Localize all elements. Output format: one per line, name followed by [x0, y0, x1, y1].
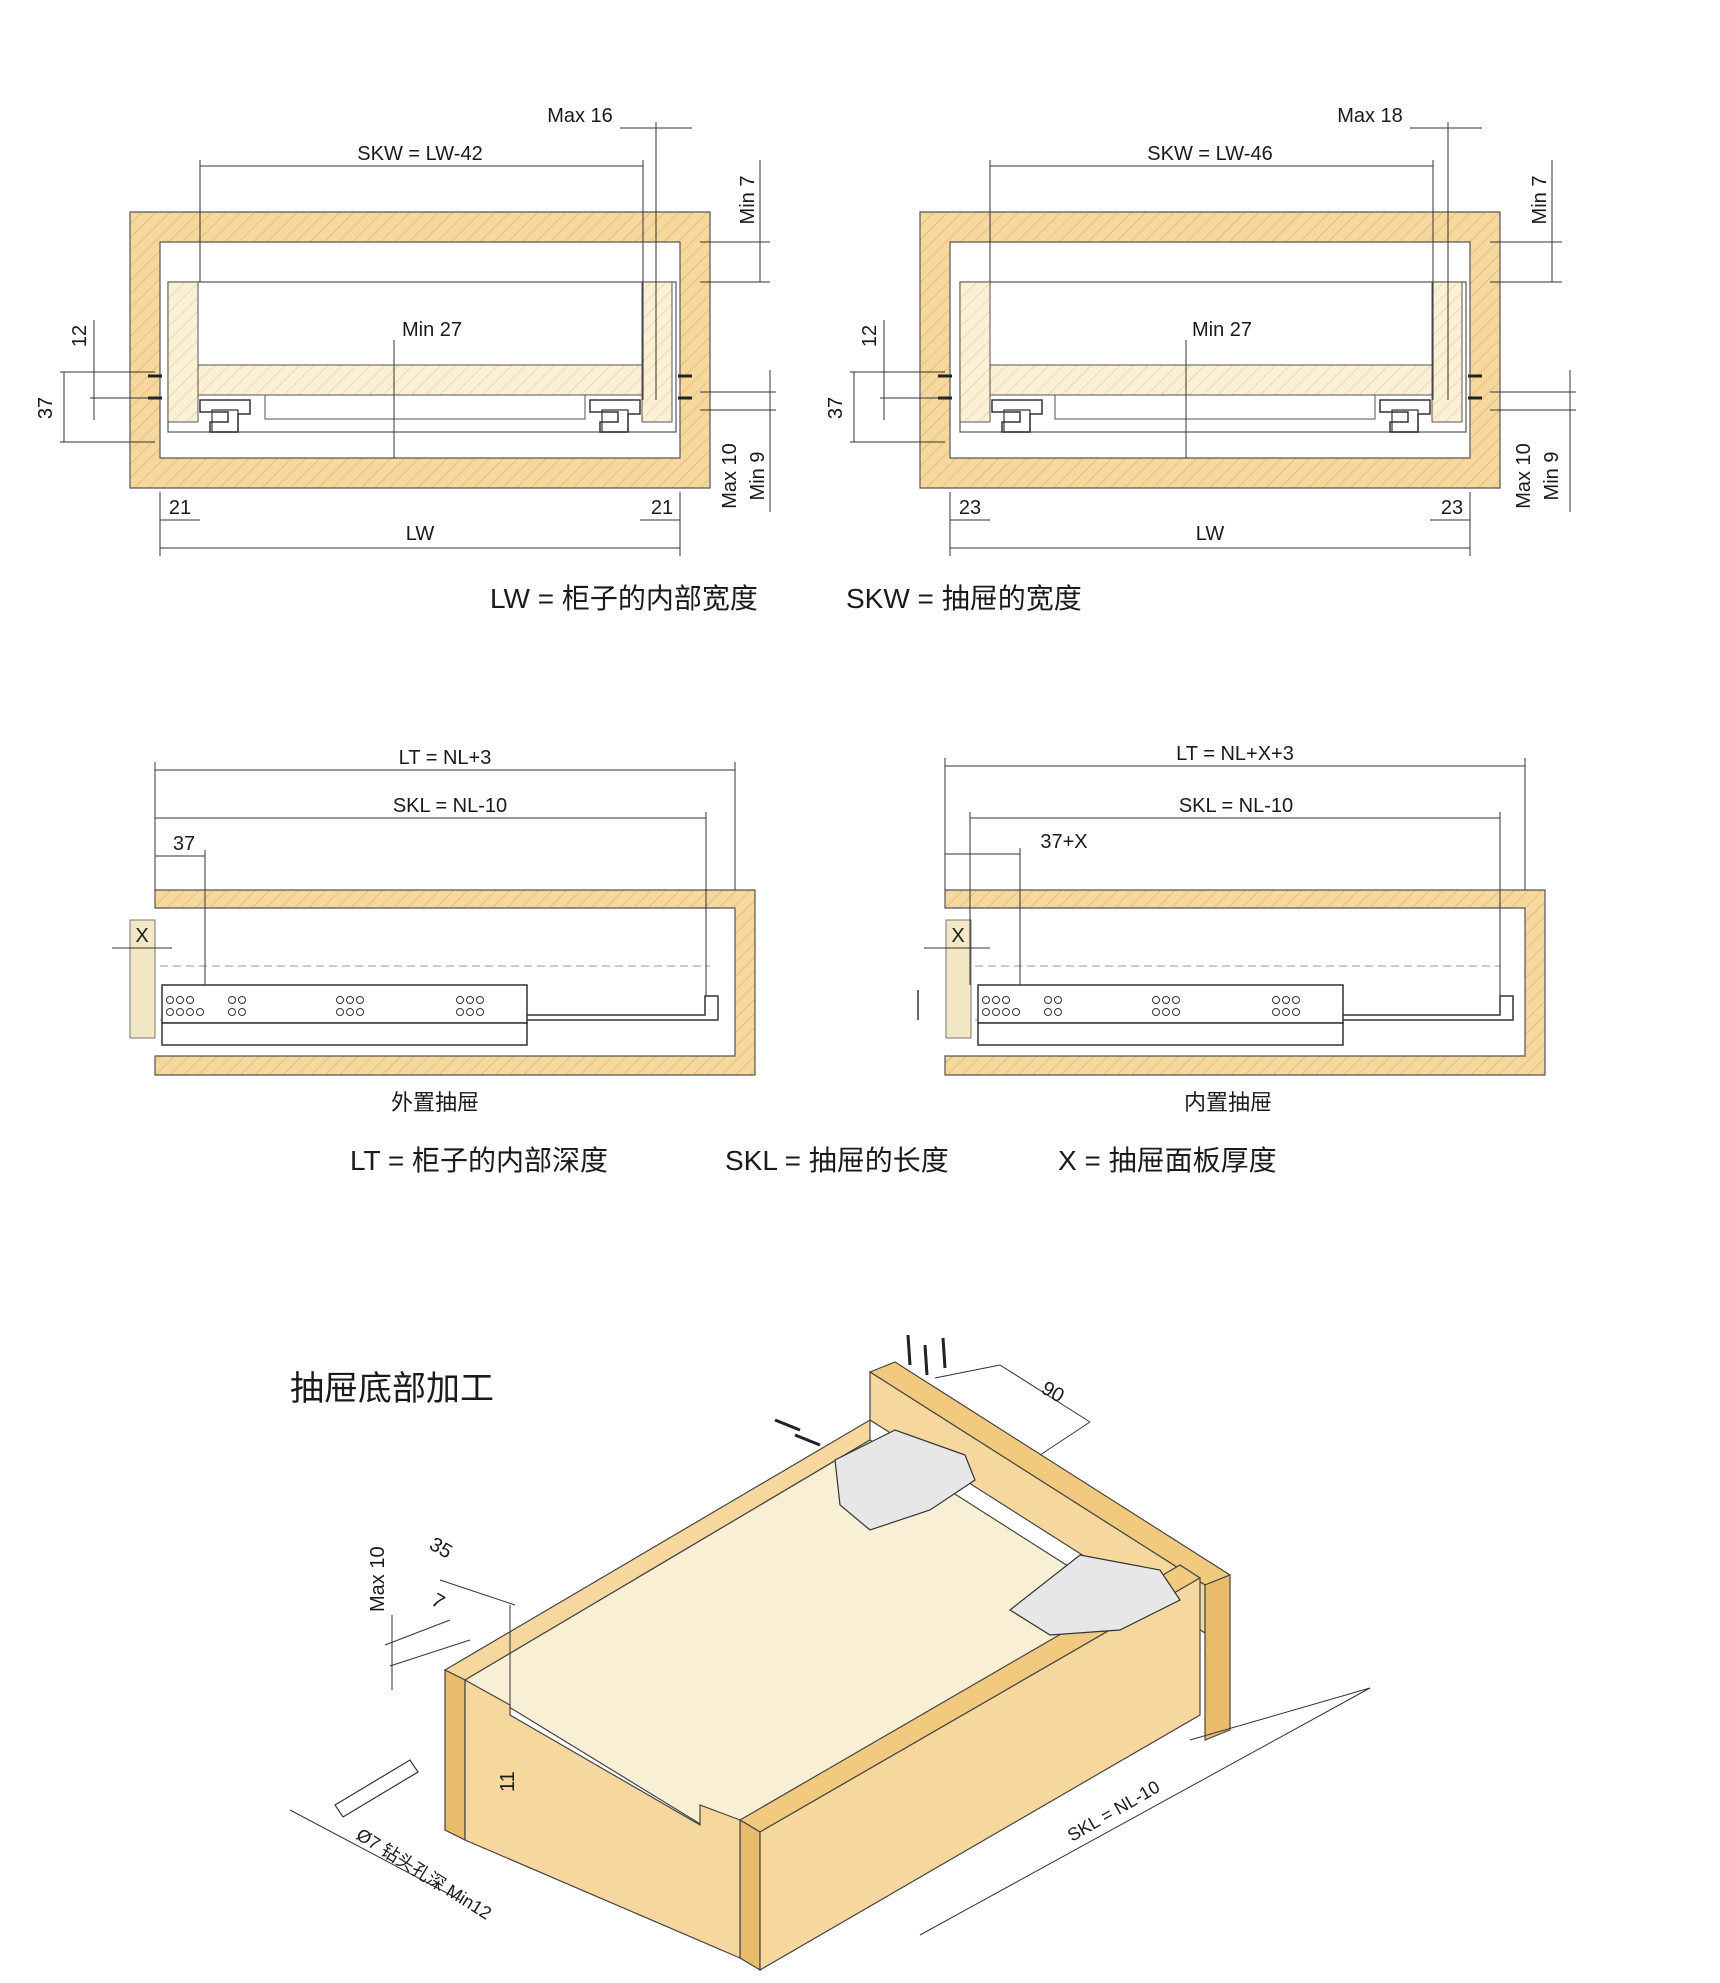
drawer-side-left [959, 281, 991, 423]
dowel-icon [334, 1759, 419, 1818]
drawer-side-right [1431, 281, 1463, 423]
legend-skl: SKL = 抽屉的长度 [725, 1145, 949, 1176]
d37-label: 37 [35, 397, 57, 419]
left-side-face [464, 1678, 741, 1959]
d12-label: 12 [69, 325, 91, 347]
runner-holes [166, 996, 484, 1016]
lt-label: LT = NL+X+3 [1176, 743, 1294, 765]
d11-label: 11 [497, 1771, 519, 1792]
max10-label: Max 10 [367, 1546, 389, 1612]
skw-label: SKW = LW-46 [1147, 143, 1272, 165]
runner-lower [161, 1022, 528, 1046]
front-panel-face [759, 1576, 1201, 1972]
max-bottom-label: Max 10 [1513, 443, 1535, 509]
runner-right [1379, 399, 1431, 433]
cross-section-right: SKW = LW-46 Max 18 Min 7 Min 27 12 37 Ma… [825, 105, 1576, 556]
d37-label: 37 [825, 397, 847, 419]
front-panel [945, 919, 972, 1039]
left-side-front [444, 1669, 466, 1841]
d90-label: 90 [1038, 1377, 1068, 1407]
iso-title: 抽屉底部加工 [290, 1370, 494, 1408]
legend-x: X = 抽屉面板厚度 [1058, 1145, 1277, 1176]
side-view-left: LT = NL+3 SKL = NL-10 37 X 外置抽屉 [112, 747, 756, 1115]
min-side-label: Min 7 [737, 176, 759, 225]
runner-extension [1343, 995, 1514, 1021]
min-bottom-label: Min 9 [1541, 452, 1563, 501]
runner-left [991, 399, 1043, 433]
cross-section-left: SKW = LW-42 Max 16 Min 7 Min 27 12 37 Ma… [35, 105, 776, 556]
legend-lw: LW = 柜子的内部宽度 [490, 583, 758, 614]
d-right-label: 21 [651, 497, 673, 519]
legend-skw: SKW = 抽屉的宽度 [846, 583, 1082, 614]
lw-label: LW [406, 523, 435, 545]
d-left-label: 23 [959, 497, 981, 519]
drawer-side-left [167, 281, 199, 423]
drawer-bottom [197, 364, 643, 396]
bracket-icon [834, 1429, 1181, 1636]
min-center-label: Min 27 [1192, 319, 1252, 341]
skl-label: SKL = NL-10 [1179, 795, 1293, 817]
cabinet-frame [919, 211, 1501, 489]
legend-lt: LT = 柜子的内部深度 [350, 1145, 608, 1176]
min-center-label: Min 27 [402, 319, 462, 341]
side-view-right: LT = NL+X+3 SKL = NL-10 37+X X 内置抽屉 [917, 743, 1546, 1115]
runner-lower [977, 1022, 1344, 1046]
min-bottom-label: Min 9 [747, 452, 769, 501]
offset-label: 37 [173, 833, 195, 855]
drawer-bottom-panel [264, 394, 586, 420]
d35-label: 35 [426, 1533, 456, 1563]
x-label: X [951, 925, 964, 947]
front-panel-end [739, 1818, 761, 1972]
isometric-drawer: 抽屉底部加工 [289, 1334, 1371, 1972]
runner-body [977, 984, 1344, 1024]
runner-left [199, 399, 251, 433]
caption-label: 外置抽屉 [391, 1090, 479, 1115]
max-bottom-label: Max 10 [719, 443, 741, 509]
cabinet-frame [129, 211, 711, 489]
skl-label: SKL = NL-10 [1064, 1777, 1163, 1846]
d12-label: 12 [859, 325, 881, 347]
runner-right [589, 399, 641, 433]
lt-label: LT = NL+3 [399, 747, 492, 769]
d-right-label: 23 [1441, 497, 1463, 519]
cabinet-side [944, 889, 1546, 1076]
runner-body [161, 984, 528, 1024]
runner-extension [527, 995, 719, 1021]
skl-label: SKL = NL-10 [393, 795, 507, 817]
caption-label: 内置抽屉 [1184, 1090, 1272, 1115]
back-panel-end [1204, 1574, 1231, 1741]
cabinet-side [154, 889, 756, 1076]
drawer-bottom [989, 364, 1433, 396]
offset-label: 37+X [1040, 831, 1087, 853]
front-panel [129, 919, 156, 1039]
runner-holes [982, 996, 1300, 1016]
lw-label: LW [1196, 523, 1225, 545]
min-side-label: Min 7 [1529, 176, 1551, 225]
drawer-bottom-panel [1054, 394, 1376, 420]
d7-label: 7 [428, 1589, 449, 1614]
skw-label: SKW = LW-42 [357, 143, 482, 165]
d-left-label: 21 [169, 497, 191, 519]
max-top-label: Max 16 [547, 105, 613, 127]
drawer-side-right [641, 281, 673, 423]
screw-icon [774, 1334, 947, 1447]
max-top-label: Max 18 [1337, 105, 1403, 127]
x-label: X [135, 925, 148, 947]
